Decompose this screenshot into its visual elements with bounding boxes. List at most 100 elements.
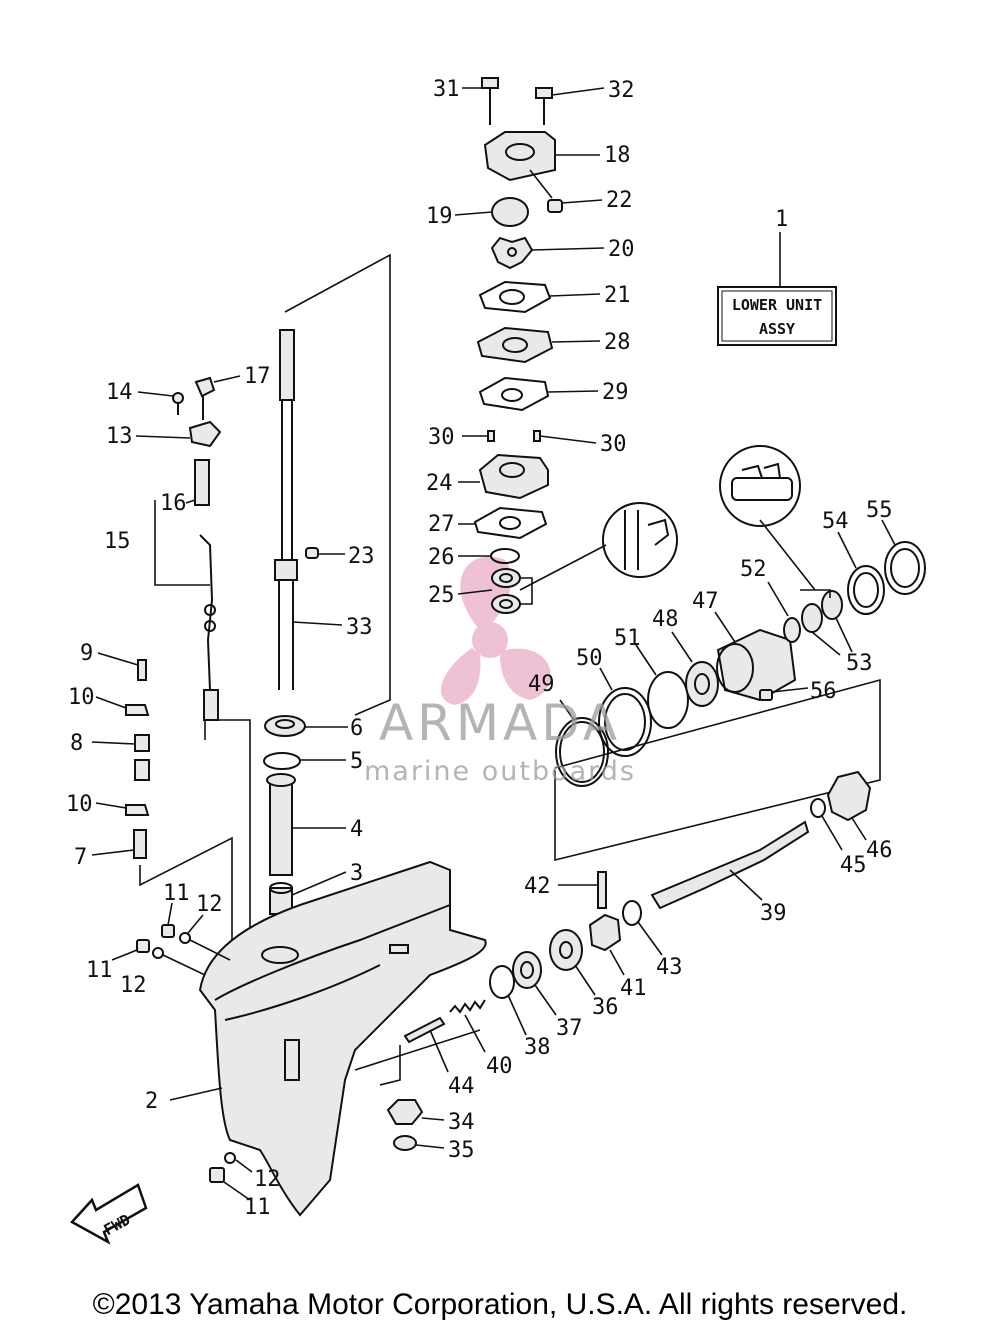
callout-11a: 11 [163, 881, 190, 906]
callout-18: 18 [604, 143, 631, 168]
part-2-lower-case [169, 860, 487, 1217]
part-29-gasket [478, 376, 599, 412]
callout-40: 40 [486, 1054, 513, 1079]
callout-34: 34 [448, 1110, 475, 1135]
part-33-drive-shaft [274, 329, 343, 690]
part-27-gasket [458, 506, 548, 540]
callout-29: 29 [602, 380, 629, 405]
part-9-screw [97, 652, 147, 681]
callout-27: 27 [428, 512, 455, 537]
callout-2: 2 [145, 1089, 158, 1114]
callout-24: 24 [426, 471, 453, 496]
assy-box-line2: ASSY [759, 320, 795, 338]
detail-seal-circle [719, 445, 801, 527]
part-32-bolt [535, 87, 605, 125]
callout-30a: 30 [428, 425, 455, 450]
callout-56: 56 [810, 679, 837, 704]
callout-13: 13 [106, 424, 133, 449]
watermark-brand: ARMADA [379, 694, 621, 752]
part-49-o-ring [555, 699, 609, 787]
callout-9: 9 [80, 641, 93, 666]
part-51-o-ring [635, 644, 689, 729]
part-8-connector [91, 734, 150, 781]
part-7-rod-end [91, 829, 147, 859]
part-10-clip-upper [95, 696, 150, 716]
part-36-reverse-gear [549, 929, 596, 996]
callout-12a: 12 [196, 892, 223, 917]
part-37-bearing [512, 951, 557, 1016]
callout-25: 25 [428, 583, 455, 608]
callout-54: 54 [822, 509, 849, 534]
part-40-spring [449, 999, 486, 1053]
callout-52: 52 [740, 557, 767, 582]
callout-26: 26 [428, 545, 455, 570]
callout-21: 21 [604, 283, 631, 308]
part-26-o-ring [458, 548, 520, 564]
part-53-seals [759, 519, 853, 656]
part-4-sleeve [266, 773, 346, 876]
callout-51: 51 [614, 626, 641, 651]
callout-1: 1 [775, 207, 788, 232]
part-24-pump-case [458, 453, 549, 500]
part-45-washer [810, 798, 843, 851]
part-34-pinion [386, 1099, 445, 1125]
part-19-insert-cartridge [454, 197, 529, 227]
frame-lines [139, 253, 881, 1111]
part-12-gasket-lower [224, 1152, 253, 1173]
callout-19: 19 [426, 204, 453, 229]
part-38-shim [489, 965, 527, 1036]
callout-48: 48 [652, 607, 679, 632]
callout-45: 45 [840, 853, 867, 878]
part-11-plug-lower [209, 1167, 251, 1201]
callout-46: 46 [866, 838, 893, 863]
callout-15: 15 [104, 529, 131, 554]
part-18-pump-housing [483, 131, 600, 182]
part-12-gasket-middle [152, 947, 206, 976]
callout-5: 5 [350, 749, 363, 774]
callout-10a: 10 [68, 685, 95, 710]
callout-55: 55 [866, 498, 893, 523]
callout-41: 41 [620, 976, 647, 1001]
callout-8: 8 [70, 731, 83, 756]
callout-44: 44 [448, 1074, 475, 1099]
callout-12b: 12 [120, 973, 147, 998]
callout-42: 42 [524, 874, 551, 899]
part-30-dowel-pins [462, 430, 597, 444]
callout-11b: 11 [86, 958, 113, 983]
part-48-bearing [671, 631, 719, 707]
part-21-gasket [478, 280, 601, 314]
copyright-notice: ©2013 Yamaha Motor Corporation, U.S.A. A… [92, 1288, 908, 1321]
part-5-o-ring [263, 752, 346, 770]
callout-36: 36 [592, 995, 619, 1020]
callout-37: 37 [556, 1016, 583, 1041]
callout-6: 6 [350, 716, 363, 741]
callout-32: 32 [608, 78, 635, 103]
callout-17: 17 [244, 364, 271, 389]
part-35-nut [393, 1135, 445, 1151]
watermark-tagline: marine outboards [364, 756, 636, 787]
callout-labels: 2 3 4 5 6 7 8 9 10 10 11 11 11 12 12 12 … [66, 77, 893, 1220]
part-13-bracket [135, 420, 222, 448]
part-12-gasket-upper [179, 914, 231, 961]
callout-49: 49 [528, 672, 555, 697]
forward-arrow-icon: FWD [70, 1183, 148, 1245]
callout-23: 23 [348, 544, 375, 569]
callout-33: 33 [346, 615, 373, 640]
callout-16: 16 [160, 491, 187, 516]
part-17-nut [194, 375, 241, 420]
part-28-outer-plate [476, 326, 601, 364]
callout-20: 20 [608, 237, 635, 262]
callout-35: 35 [448, 1138, 475, 1163]
part-22-grommet [529, 169, 603, 213]
part-23-key [305, 547, 345, 559]
callout-12c: 12 [254, 1167, 281, 1192]
part-25-oil-seals [457, 544, 607, 614]
callout-43: 43 [656, 955, 683, 980]
part-52-bearing [767, 581, 801, 643]
callout-47: 47 [692, 589, 719, 614]
callout-31: 31 [433, 77, 460, 102]
callout-50: 50 [576, 646, 603, 671]
detail-oil-seal-circle [602, 502, 678, 578]
callout-38: 38 [524, 1035, 551, 1060]
